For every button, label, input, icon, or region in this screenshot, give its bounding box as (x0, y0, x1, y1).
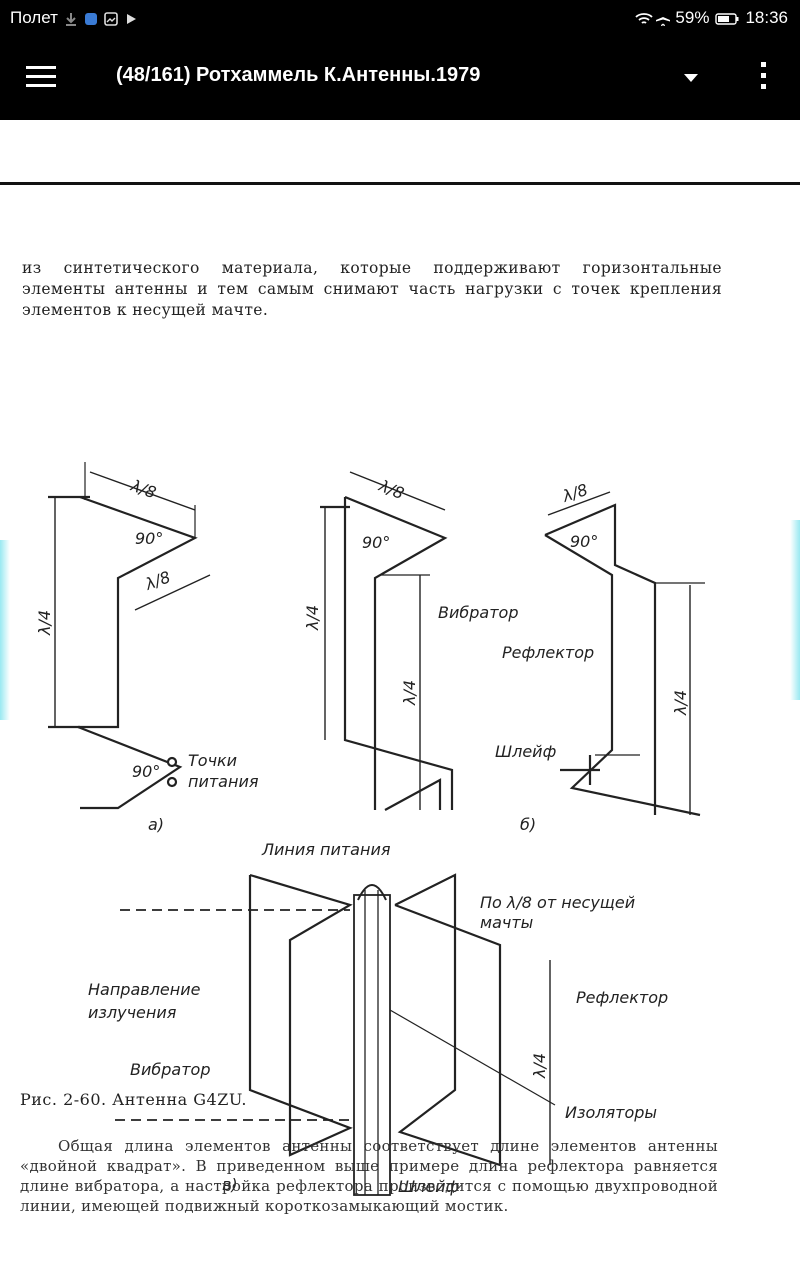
gallery-notification-icon (104, 11, 118, 26)
overflow-menu-icon[interactable] (756, 62, 770, 94)
label-lambda-8-a2: λ/8 (142, 567, 173, 594)
label-stub-3d: Шлейф (398, 1177, 459, 1196)
battery-icon (715, 11, 739, 25)
right-edge-glow (790, 520, 800, 700)
label-feed-line: Линия питания (261, 840, 391, 859)
download-icon (64, 11, 78, 26)
paragraph-top: из синтетического материала, которые под… (22, 259, 722, 319)
label-sub-c: в) (222, 1175, 238, 1194)
label-lambda-8-a: λ/8 (128, 476, 159, 503)
label-angle-b: 90° (362, 533, 390, 552)
chevron-down-icon[interactable] (682, 70, 700, 84)
label-vibrator-b: Вибратор (438, 603, 518, 622)
label-stub-c: Шлейф (495, 742, 556, 761)
wifi-icon (635, 11, 654, 25)
label-mast-note-2: мачты (480, 913, 533, 932)
document-title: (48/161) Ротхаммель К.Антенны.1979 (116, 64, 481, 86)
label-lambda-4-3d: λ/4 (530, 1053, 549, 1079)
airplane-mode-icon (655, 11, 671, 26)
paragraph-bottom: Общая длина элементов антенны соответств… (20, 1137, 718, 1215)
label-angle-a: 90° (135, 529, 163, 548)
play-notification-icon (124, 11, 138, 25)
antenna-figure: λ/8 90° λ/8 λ/4 90° Точки питания а) λ/8… (0, 450, 800, 1210)
label-lambda-8-c: λ/8 (559, 480, 590, 506)
document-page[interactable]: из синтетического материала, которые под… (0, 120, 800, 1280)
label-angle-a2: 90° (132, 762, 160, 781)
label-reflector-c: Рефлектор (502, 643, 594, 662)
label-insulators: Изоляторы (565, 1103, 657, 1122)
clock: 18:36 (745, 8, 788, 27)
label-reflector-3d: Рефлектор (576, 988, 668, 1007)
carrier-label: Полет (10, 8, 58, 27)
label-lambda-8-b: λ/8 (376, 476, 407, 503)
figure-caption: Рис. 2-60. Антенна G4ZU. (20, 1090, 247, 1109)
left-edge-glow (0, 540, 10, 720)
label-mast-note-1: По λ/8 от несущей (480, 893, 635, 912)
app-bar: (48/161) Ротхаммель К.Антенны.1979 (0, 36, 800, 120)
app-notification-icon (84, 11, 98, 25)
label-vibrator-3d: Вибратор (130, 1060, 210, 1079)
label-direction-1: Направление (88, 980, 201, 999)
battery-percent: 59% (675, 8, 710, 27)
label-feed-points-2: питания (188, 772, 259, 791)
label-sub-b: б) (520, 815, 536, 834)
menu-icon[interactable] (26, 66, 56, 88)
label-feed-points-1: Точки (188, 751, 237, 770)
label-sub-a: а) (148, 815, 164, 834)
status-bar: Полет 59% 18:36 (0, 0, 800, 36)
label-lambda-4-b: λ/4 (303, 605, 322, 631)
label-angle-c: 90° (570, 532, 598, 551)
label-lambda-4-c: λ/4 (671, 690, 690, 716)
label-direction-2: излучения (88, 1003, 177, 1022)
page-divider (0, 182, 800, 185)
label-lambda-4-a: λ/4 (35, 610, 54, 636)
label-lambda-4-b2: λ/4 (400, 680, 419, 706)
